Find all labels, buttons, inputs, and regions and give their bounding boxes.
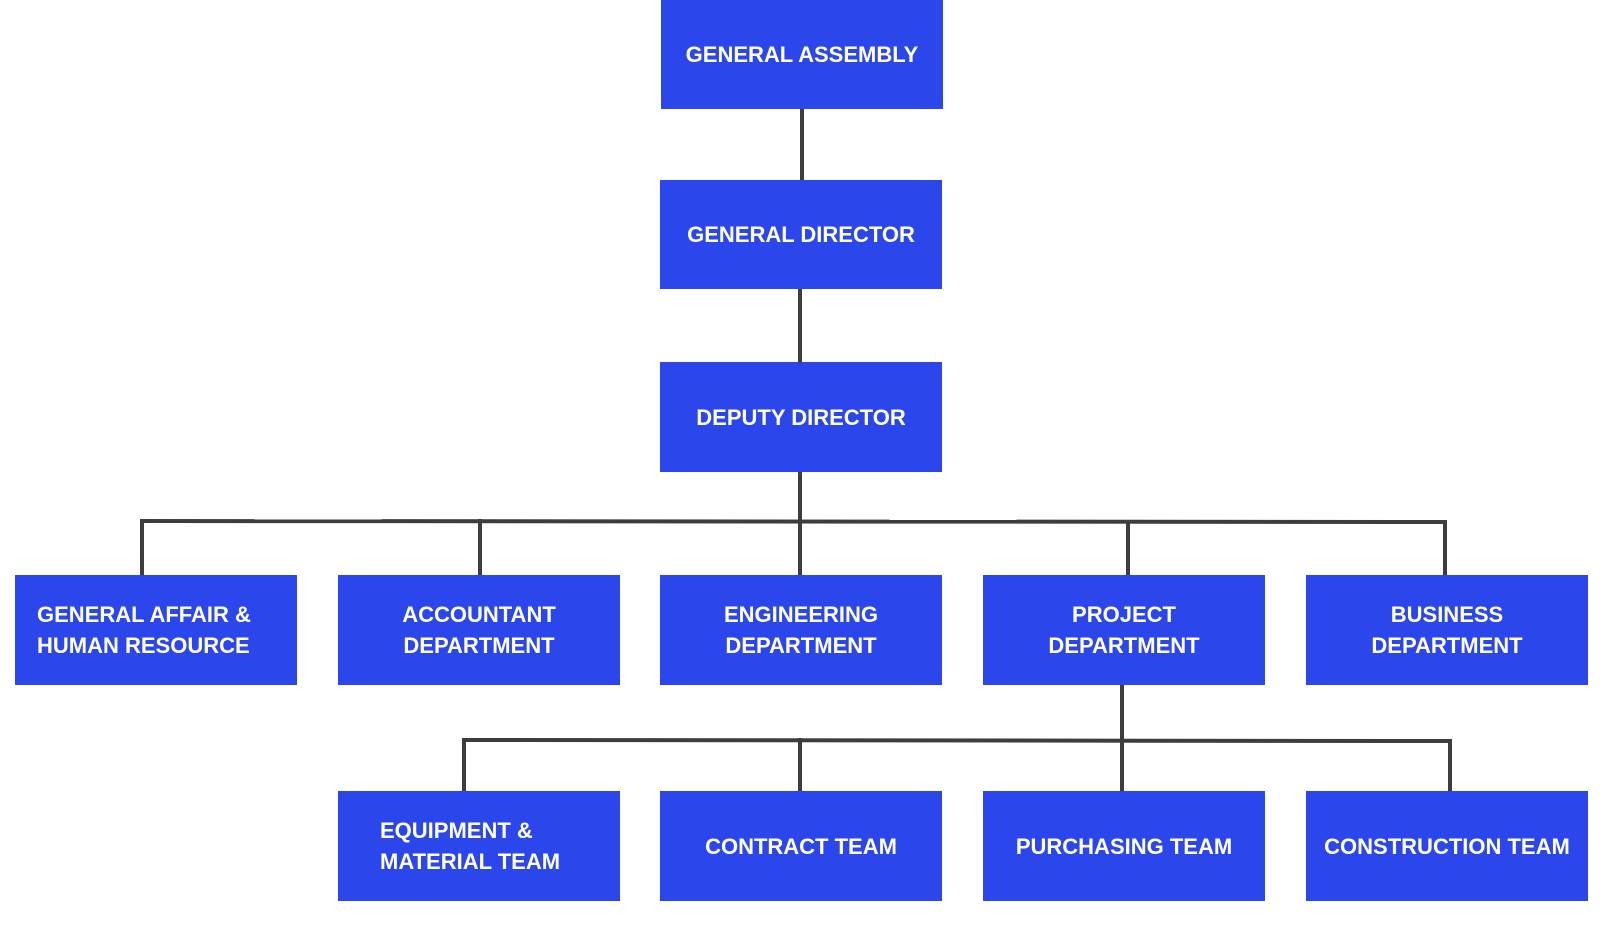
node-label: GENERAL DIRECTOR [687,222,915,247]
node-purchasing-team: PURCHASING TEAM [983,791,1265,901]
node-label: DEPUTY DIRECTOR [696,404,906,430]
node-engineering-department: ENGINEERING DEPARTMENT [660,575,942,685]
node-label: CONSTRUCTION TEAM [1324,833,1570,859]
node-general-assembly: GENERAL ASSEMBLY [661,0,943,109]
node-label: EQUIPMENT & MATERIAL TEAM [380,818,561,874]
node-label: CONTRACT TEAM [705,833,897,859]
node-accountant-department: ACCOUNTANT DEPARTMENT [338,575,620,685]
node-label: PROJECT DEPARTMENT [1048,602,1200,658]
node-label: PURCHASING TEAM [1015,833,1233,859]
connector-team-bus [461,737,1453,744]
node-label: GENERAL AFFAIR & HUMAN RESOURCE [37,602,251,658]
node-label: BUSINESS DEPARTMENT [1371,602,1523,658]
node-label: ACCOUNTANT DEPARTMENT [402,602,556,658]
node-project-department: PROJECT DEPARTMENT [983,575,1265,685]
node-label: GENERAL ASSEMBLY [685,42,919,67]
node-construction-team: CONSTRUCTION TEAM [1306,791,1588,901]
node-contract-team: CONTRACT TEAM [660,791,942,901]
node-label: ENGINEERING DEPARTMENT [723,602,879,658]
node-business-department: BUSINESS DEPARTMENT [1306,575,1588,685]
node-deputy-director: DEPUTY DIRECTOR [660,362,942,472]
node-general-director: GENERAL DIRECTOR [660,180,942,289]
node-general-affair-human-resource: GENERAL AFFAIR & HUMAN RESOURCE [15,575,297,685]
connector-department-bus [139,518,1448,525]
node-equipment-material-team: EQUIPMENT & MATERIAL TEAM [338,791,620,901]
